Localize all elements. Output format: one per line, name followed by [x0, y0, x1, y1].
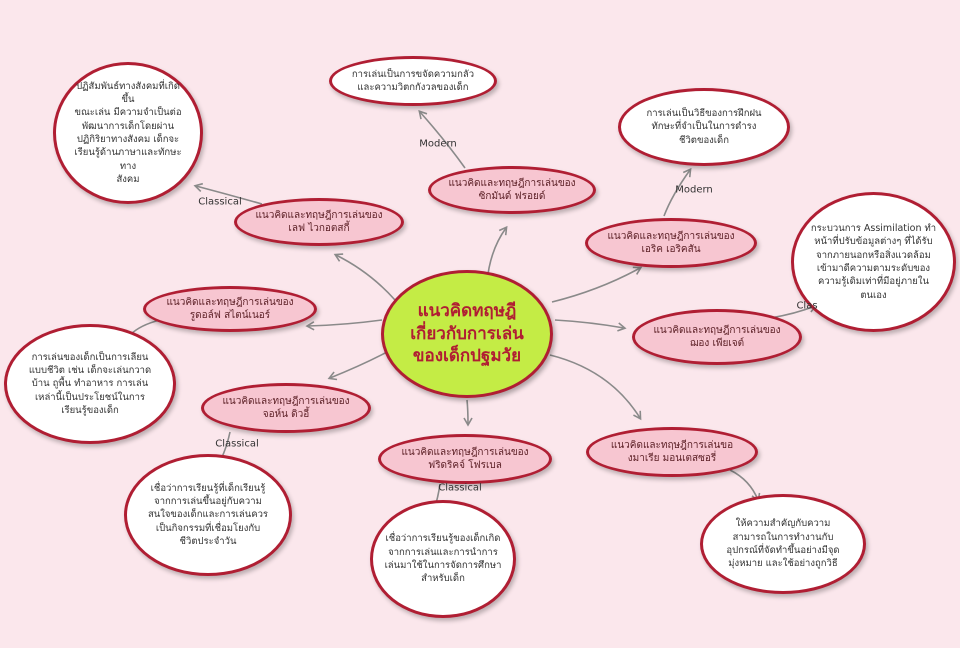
- arrow-center-montessori: [549, 354, 642, 421]
- topic-montessori-label: แนวคิดและทฤษฎีการเล่นขอ งมาเรีย มอนเตสซอ…: [610, 439, 734, 465]
- note-vygotsky: ปฏิสัมพันธ์ทางสังคมที่เกิดขึ้น ขณะเล่น ม…: [53, 62, 203, 204]
- note-dewey-text: เชื่อว่าการเรียนรู้ที่เด็กเรียนรู้ จากกา…: [147, 482, 269, 547]
- arrow-center-vygotsky: [333, 253, 396, 301]
- tag-froebel: Classical: [438, 482, 482, 494]
- note-froebel-text: เชื่อว่าการเรียนรู้ของเด็กเกิด จากการเล่…: [384, 533, 502, 585]
- note-erikson-text: การเล่นเป็นวิธีของการฝึกฝน ทักษะที่จำเป็…: [646, 108, 762, 146]
- note-montessori-text: ให้ความสำคัญกับความ สามารถในการทำงานกับ …: [726, 518, 840, 570]
- topic-vygotsky-label: แนวคิดและทฤษฎีการเล่นของ เลฟ ไวกอตสกี้: [255, 209, 383, 235]
- topic-dewey: แนวคิดและทฤษฎีการเล่นของ จอห์น ดิวอี้: [201, 383, 371, 433]
- note-erikson: การเล่นเป็นวิธีของการฝึกฝน ทักษะที่จำเป็…: [618, 88, 790, 166]
- note-vygotsky-text: ปฏิสัมพันธ์ทางสังคมที่เกิดขึ้น ขณะเล่น ม…: [74, 80, 182, 185]
- arrow-center-steiner: [305, 319, 383, 331]
- tag-dewey: Classical: [215, 438, 259, 450]
- note-montessori: ให้ความสำคัญกับความ สามารถในการทำงานกับ …: [700, 494, 866, 594]
- note-piaget: กระบวนการ Assimilation ทำ หน้าที่ปรับข้อ…: [791, 192, 956, 332]
- tag-freud: Modern: [419, 138, 457, 150]
- note-steiner-text: การเล่นของเด็กเป็นการเลียน แบบชีวิต เช่น…: [28, 351, 152, 416]
- tag-piaget: Clas: [796, 300, 818, 312]
- topic-montessori: แนวคิดและทฤษฎีการเล่นขอ งมาเรีย มอนเตสซอ…: [586, 427, 758, 477]
- topic-erikson: แนวคิดและทฤษฎีการเล่นของ เอริค เอริคสัน: [585, 218, 757, 268]
- topic-steiner: แนวคิดและทฤษฎีการเล่นของ รูดอล์ฟ สไตน์เน…: [143, 286, 317, 332]
- topic-steiner-label: แนวคิดและทฤษฎีการเล่นของ รูดอล์ฟ สไตน์เน…: [166, 296, 294, 322]
- central-topic: แนวคิดทฤษฎี เกี่ยวกับการเล่น ของเด็กปฐมว…: [381, 270, 553, 398]
- topic-freud-label: แนวคิดและทฤษฎีการเล่นของ ซิกมันด์ ฟรอยด์: [448, 177, 576, 203]
- arrow-erikson-note: [663, 167, 692, 217]
- note-freud-text: การเล่นเป็นการขจัดความกลัว และความวิตกกั…: [351, 68, 475, 93]
- topic-vygotsky: แนวคิดและทฤษฎีการเล่นของ เลฟ ไวกอตสกี้: [234, 198, 404, 246]
- topic-erikson-label: แนวคิดและทฤษฎีการเล่นของ เอริค เอริคสัน: [607, 230, 735, 256]
- arrow-center-froebel: [463, 399, 473, 427]
- arrow-center-erikson: [551, 266, 643, 303]
- tag-erikson: Modern: [675, 184, 713, 196]
- note-froebel: เชื่อว่าการเรียนรู้ของเด็กเกิด จากการเล่…: [370, 500, 516, 618]
- arrow-montessori-note: [729, 469, 761, 503]
- note-dewey: เชื่อว่าการเรียนรู้ที่เด็กเรียนรู้ จากกา…: [124, 454, 292, 576]
- topic-piaget-label: แนวคิดและทฤษฎีการเล่นของ ฌอง เพียเจต์: [653, 324, 781, 350]
- topic-froebel: แนวคิดและทฤษฎีการเล่นของ ฟริดริคจ์ โฟรเบ…: [378, 434, 552, 484]
- topic-freud: แนวคิดและทฤษฎีการเล่นของ ซิกมันด์ ฟรอยด์: [428, 166, 596, 214]
- tag-vygotsky: Classical: [198, 196, 242, 208]
- topic-piaget: แนวคิดและทฤษฎีการเล่นของ ฌอง เพียเจต์: [632, 309, 802, 365]
- note-freud: การเล่นเป็นการขจัดความกลัว และความวิตกกั…: [329, 56, 497, 106]
- arrow-vygotsky-note: [193, 182, 263, 205]
- arrow-center-piaget: [554, 319, 627, 332]
- note-piaget-text: กระบวนการ Assimilation ทำ หน้าที่ปรับข้อ…: [810, 223, 937, 301]
- central-topic-text: แนวคิดทฤษฎี เกี่ยวกับการเล่น ของเด็กปฐมว…: [410, 300, 524, 367]
- topic-froebel-label: แนวคิดและทฤษฎีการเล่นของ ฟริดริคจ์ โฟรเบ…: [401, 446, 529, 472]
- topic-dewey-label: แนวคิดและทฤษฎีการเล่นของ จอห์น ดิวอี้: [222, 395, 350, 421]
- note-steiner: การเล่นของเด็กเป็นการเลียน แบบชีวิต เช่น…: [4, 324, 176, 444]
- arrow-freud-note: [418, 110, 466, 169]
